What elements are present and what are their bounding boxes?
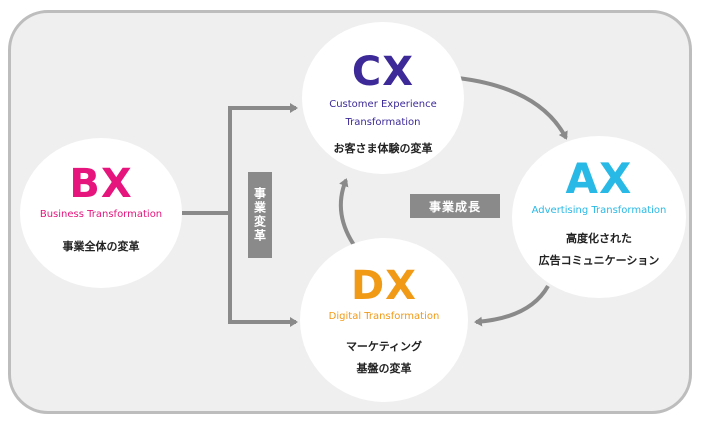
ax-description-line-1: 高度化された xyxy=(566,232,632,245)
dx-description-line-2: 基盤の変革 xyxy=(356,362,412,375)
business-growth-label: 事業成長 xyxy=(410,194,500,218)
dx-to-cx-arrow xyxy=(338,178,358,250)
bx-to-cx-arrow xyxy=(228,103,298,213)
cx-description: お客さま体験の変革 xyxy=(333,142,433,155)
ax-to-dx-arrow xyxy=(474,284,550,327)
cx-name-line-2: Transformation xyxy=(345,117,421,128)
ax-description-line-2: 広告コミュニケーション xyxy=(538,254,660,267)
business-transformation-label: 事業変革 xyxy=(248,172,272,258)
ax-code: AX xyxy=(565,154,633,203)
cx-node: CX Customer Experience Transformation お客… xyxy=(302,22,464,174)
bx-name: Business Transformation xyxy=(39,209,163,220)
cx-code: CX xyxy=(351,49,415,95)
bx-node: BX Business Transformation 事業全体の変革 xyxy=(20,138,182,288)
dx-name: Digital Transformation xyxy=(328,311,440,322)
bx-to-dx-arrow xyxy=(228,213,298,327)
dx-node: DX Digital Transformation マーケティング 基盤の変革 xyxy=(300,238,468,402)
dx-description-line-1: マーケティング xyxy=(345,340,423,353)
dx-code: DX xyxy=(350,263,418,309)
ax-name: Advertising Transformation xyxy=(531,205,667,216)
cx-name-line-1: Customer Experience xyxy=(329,99,437,110)
ax-node: AX Advertising Transformation 高度化された 広告コ… xyxy=(512,136,686,298)
cx-to-ax-arrow xyxy=(457,76,568,140)
bx-description: 事業全体の変革 xyxy=(62,240,140,253)
bx-code: BX xyxy=(69,161,133,207)
